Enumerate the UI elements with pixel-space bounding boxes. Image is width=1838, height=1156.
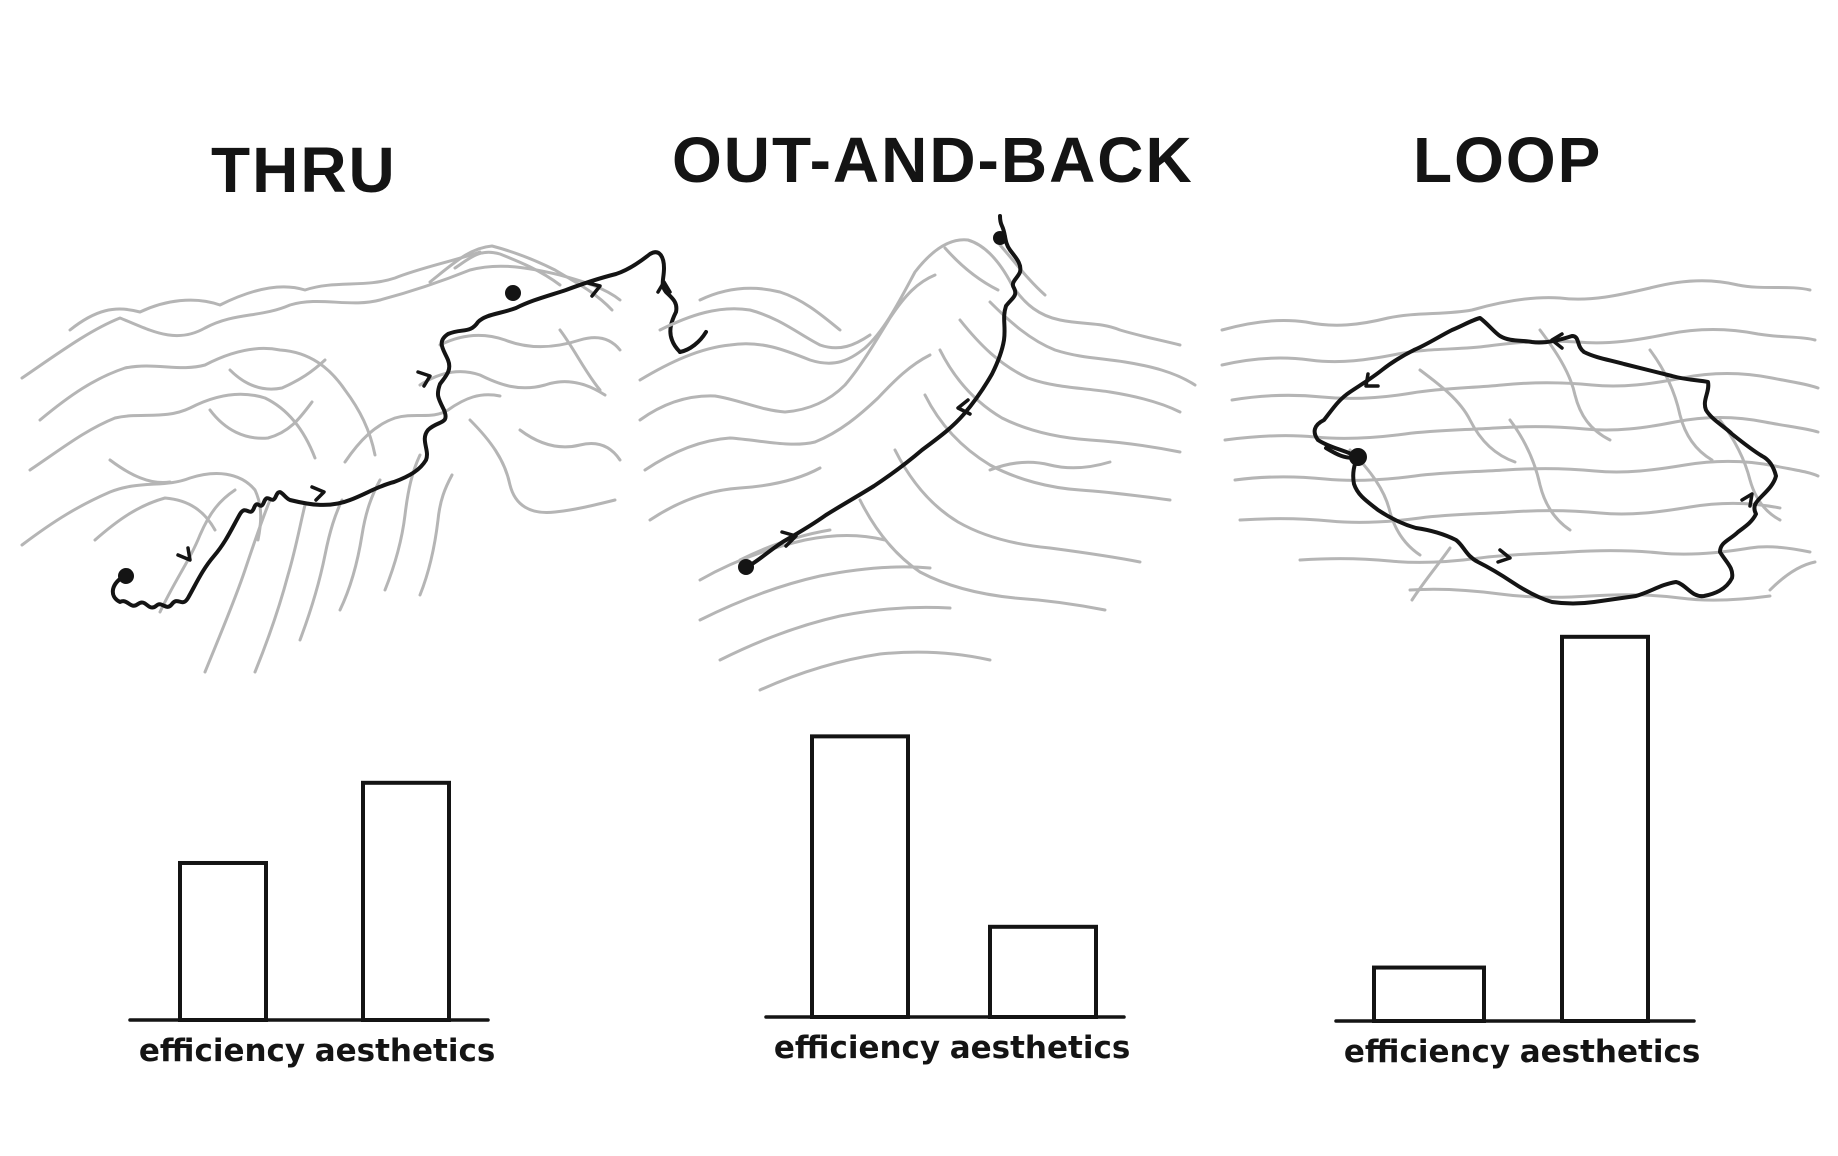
bar-efficiency <box>1372 965 1486 1024</box>
bar-aesthetics <box>988 924 1098 1019</box>
loop-trail <box>1312 316 1778 606</box>
bar-aesthetics <box>361 780 451 1022</box>
bar-chart-loop: efficiency aesthetics <box>1334 634 1701 1070</box>
bar-aesthetics <box>1560 634 1650 1023</box>
bar-efficiency <box>810 734 910 1019</box>
panel-title-out-and-back: OUT-AND-BACK <box>672 124 1194 196</box>
category-label-efficiency: efficiency <box>774 1030 940 1066</box>
category-label-efficiency: efficiency <box>139 1033 305 1069</box>
category-label-efficiency: efficiency <box>1344 1034 1510 1070</box>
category-label-aesthetics: aesthetics <box>1520 1034 1701 1070</box>
thru-terrain <box>20 244 622 674</box>
thru-trail <box>110 250 708 610</box>
out-and-back-terrain <box>638 238 1197 692</box>
out-and-back-trail <box>738 214 1023 575</box>
category-label-aesthetics: aesthetics <box>950 1030 1131 1066</box>
bar-chart-out-and-back: efficiency aesthetics <box>764 734 1131 1066</box>
category-label-aesthetics: aesthetics <box>315 1033 496 1069</box>
bar-efficiency <box>178 860 268 1023</box>
panel-title-thru: THRU <box>211 134 397 206</box>
bar-chart-thru: efficiency aesthetics <box>128 780 496 1069</box>
panel-title-loop: LOOP <box>1413 124 1603 196</box>
